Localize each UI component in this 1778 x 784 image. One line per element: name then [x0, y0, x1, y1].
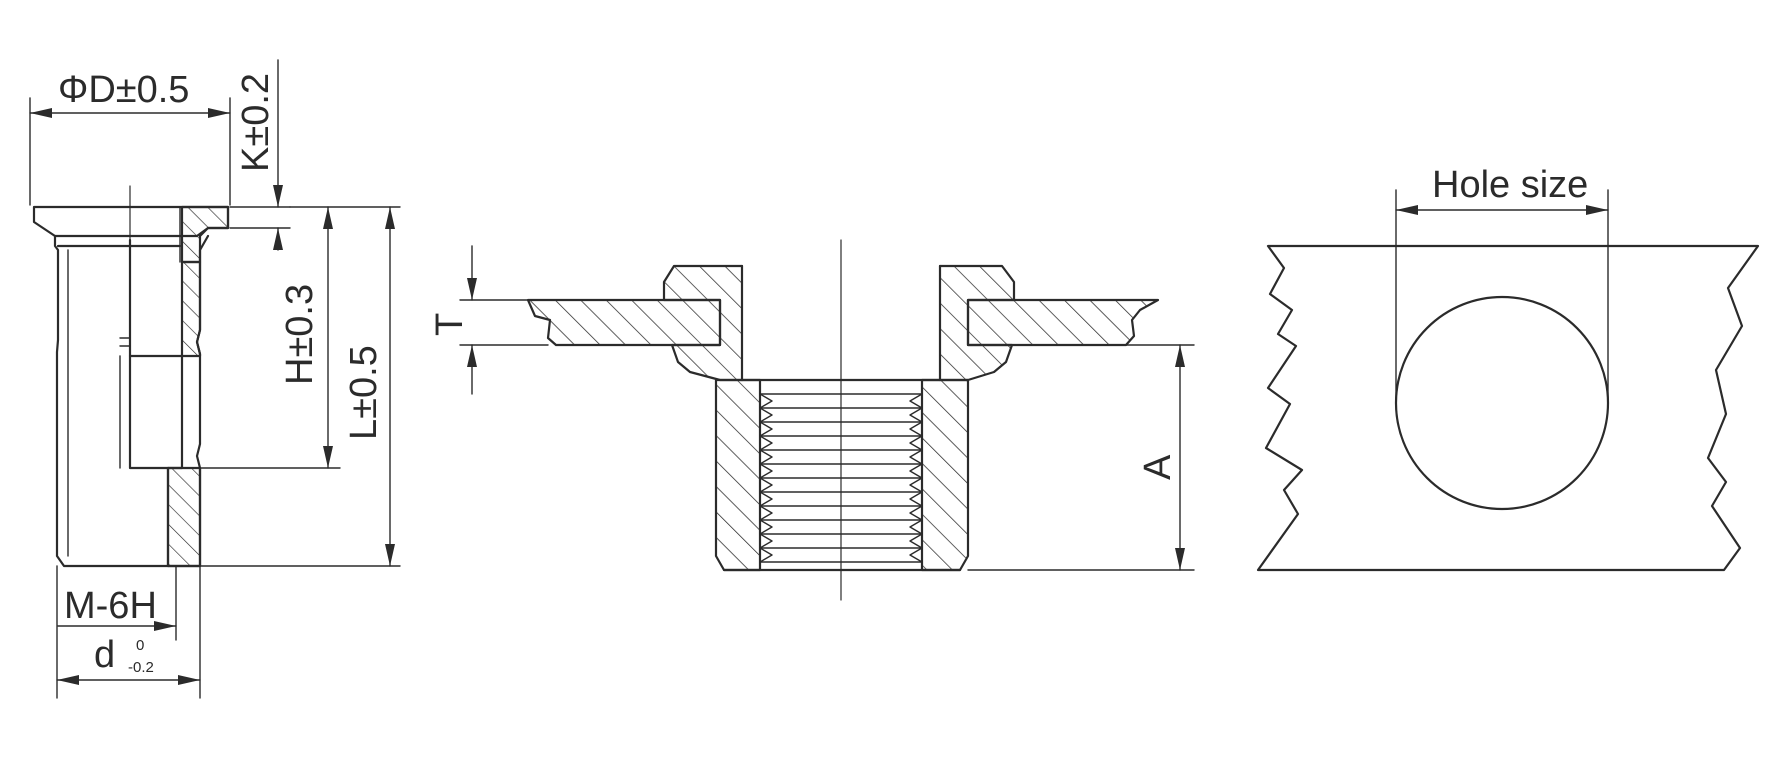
- arrow: [323, 207, 333, 229]
- installed-section-view: T A: [429, 239, 1195, 601]
- dim-grip-height-label: H±0.3: [279, 284, 321, 385]
- body-hatch-upper: [180, 260, 202, 358]
- arrow: [1175, 548, 1185, 570]
- arrow: [273, 185, 283, 207]
- arrow: [385, 544, 395, 566]
- dim-plate-thickness-label: T: [429, 313, 471, 336]
- thread-zone: [128, 354, 184, 470]
- arrow: [1175, 345, 1185, 367]
- arrow: [208, 108, 230, 118]
- side-section-view: ΦD±0.5 K±0.2 H±0.3 L±0.5 M-6H d: [29, 59, 401, 699]
- nut-flange-left: [662, 264, 744, 382]
- arrow: [178, 675, 200, 685]
- dim-head-thickness-label: K±0.2: [235, 73, 277, 172]
- arrow: [1396, 205, 1418, 215]
- body-right: [920, 378, 970, 572]
- thread-spec-label: M-6H: [64, 585, 157, 627]
- plate-hole-view: Hole size: [1256, 164, 1760, 572]
- nut-flange-right: [938, 264, 1016, 382]
- head-hatch: [180, 205, 230, 264]
- arrow: [467, 345, 477, 367]
- plate-left: [526, 298, 722, 347]
- body-left: [714, 378, 762, 572]
- arrow: [1586, 205, 1608, 215]
- dim-protrusion-label: A: [1137, 454, 1179, 480]
- dim-body-diameter-label: d: [94, 634, 115, 676]
- arrow: [57, 675, 79, 685]
- arrow: [30, 108, 52, 118]
- arrow: [273, 228, 283, 250]
- arrow: [467, 278, 477, 300]
- plate-outline: [1256, 244, 1760, 572]
- tolerance-lower: -0.2: [128, 659, 154, 676]
- thread-notch: [119, 337, 131, 347]
- arrow: [154, 621, 176, 631]
- dim-hole-label: Hole size: [1432, 164, 1588, 206]
- dim-length-label: L±0.5: [343, 345, 385, 440]
- arrow: [323, 446, 333, 468]
- plate-right: [966, 298, 1160, 347]
- tolerance-upper: 0: [136, 637, 144, 654]
- dim-diameter-label: ΦD±0.5: [58, 69, 189, 111]
- arrow: [385, 207, 395, 229]
- hole-circle: [1394, 295, 1610, 511]
- body-hatch-lower: [166, 466, 202, 568]
